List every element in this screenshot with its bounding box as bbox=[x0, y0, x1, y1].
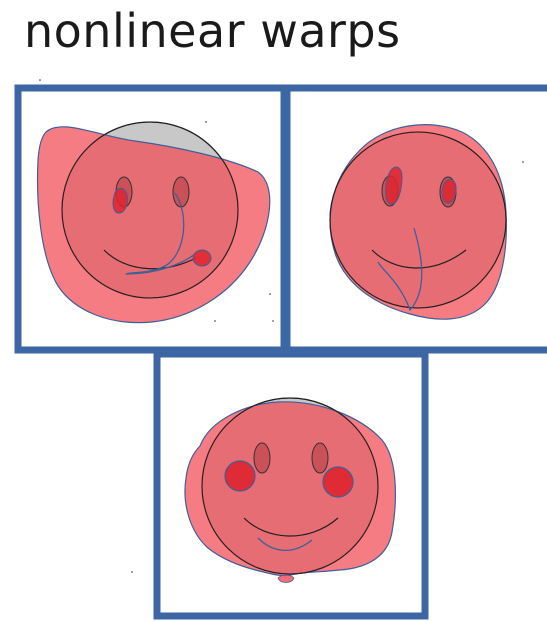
panel-bottom-center-right-eye bbox=[312, 443, 328, 473]
panel-top-right bbox=[287, 88, 547, 350]
panel-bottom-center-left-cheek bbox=[225, 461, 255, 491]
panel-bottom-center bbox=[157, 354, 425, 616]
panel-bottom-center-left-eye bbox=[254, 443, 270, 473]
panel-bottom-center-right-cheek bbox=[323, 467, 353, 497]
panel-top-right-warped-right-eye bbox=[442, 179, 456, 203]
panel-top-left-warped-eye bbox=[113, 188, 127, 213]
panel-top-left bbox=[18, 88, 284, 350]
panel-top-left-right-eye bbox=[173, 177, 189, 207]
panel-bottom-center-small-drip bbox=[278, 575, 294, 583]
panel-top-left-small-blob bbox=[193, 250, 211, 266]
